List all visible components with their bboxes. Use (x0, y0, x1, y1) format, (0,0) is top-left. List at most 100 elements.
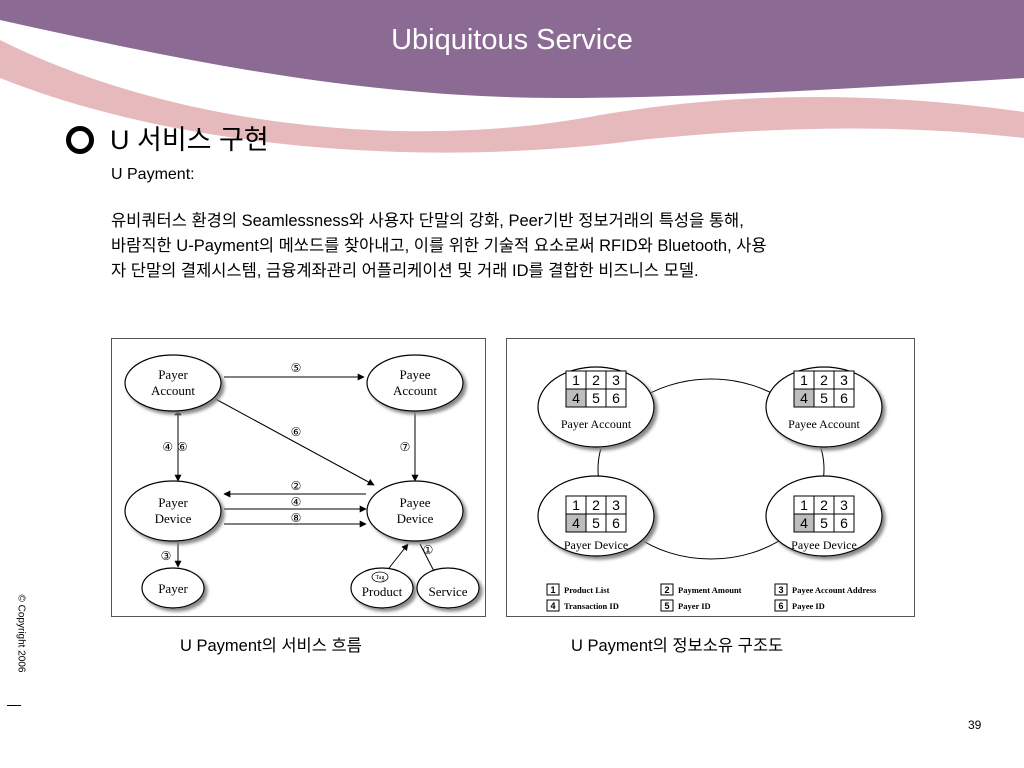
legend-label: Payer ID (678, 601, 711, 611)
grid-cell-number: 2 (592, 372, 600, 388)
grid-cell-number: 1 (572, 372, 580, 388)
grid-cell-number: 4 (572, 390, 580, 406)
node-text: Account (393, 383, 437, 398)
legend-number: 5 (664, 601, 669, 611)
node-text: Payee (399, 367, 430, 382)
legend-label: Product List (564, 585, 610, 595)
grid-cell-number: 4 (800, 390, 808, 406)
grid-cell-number: 6 (840, 390, 848, 406)
node-label: Payee Device (791, 538, 857, 552)
product-node (350, 567, 414, 609)
arrow-label: ⑤ (291, 361, 302, 375)
legend-number: 3 (778, 585, 783, 595)
body-line: 자 단말의 결제시스템, 금융계좌관리 어플리케이션 및 거래 ID를 결합한 … (111, 262, 699, 280)
caption-left: U Payment의 서비스 흐름 (180, 637, 362, 655)
arrow-label: ④ ⑥ (162, 440, 187, 454)
legend-box (546, 599, 560, 612)
node-text: Payer (158, 367, 188, 382)
legend-number: 6 (778, 601, 783, 611)
node-text: Service (429, 584, 468, 599)
node-text: Payee (399, 495, 430, 510)
legend-box (774, 599, 788, 612)
section-heading: U 서비스 구현 (110, 125, 269, 155)
legend-box (660, 599, 674, 612)
node-label: Payee Account (788, 417, 860, 431)
legend-number: 4 (550, 601, 555, 611)
legend-box (546, 583, 560, 596)
grid-cell-number: 5 (820, 390, 828, 406)
payer-account-node (124, 354, 222, 412)
grid-cell (605, 388, 627, 408)
body-text: 유비쿼터스 환경의 Seamlessness와 사용자 단말의 강화, Peer… (111, 209, 961, 284)
grid-cell-number: 1 (800, 497, 808, 513)
payee-device-node (366, 480, 464, 542)
payment-flow-diagram: Payer Account Payee Account Payer Device… (111, 338, 486, 617)
node-label: Payer Device (564, 538, 628, 552)
legend-number: 2 (664, 585, 669, 595)
caption-right: U Payment의 정보소유 구조도 (571, 637, 784, 655)
arrow-label: ③ (161, 549, 172, 563)
slide-title: Ubiquitous Service (391, 24, 633, 56)
legend-box (660, 583, 674, 596)
body-line: 바람직한 U-Payment의 메쏘드를 찾아내고, 이를 위한 기술적 요소로… (111, 237, 767, 255)
arrow-label: ⑧ (291, 511, 302, 525)
page-number: 39 (968, 718, 982, 732)
grid-cell-number: 3 (840, 497, 848, 513)
copyright-text: © Copyright 2006 (15, 594, 27, 673)
node-text: Device (155, 511, 192, 526)
arrow-6-diagonal (209, 395, 375, 486)
pink-swoosh (0, 40, 1024, 153)
grid-cell (605, 513, 627, 533)
grid-cell-number: 5 (592, 515, 600, 531)
grid-cell-number: 5 (592, 390, 600, 406)
arrow-label: ② (291, 479, 302, 493)
node-text: Payer (158, 581, 188, 596)
node-text: Product (362, 584, 403, 599)
grid-cell-number: 5 (820, 515, 828, 531)
node-label: Payer Account (561, 417, 632, 431)
header-band (0, 0, 1024, 98)
payee-account-node (366, 354, 464, 412)
grid-cell-number: 1 (572, 497, 580, 513)
legend-number: 1 (550, 585, 555, 595)
node-text: Device (397, 511, 434, 526)
grid-cell-number: 2 (592, 497, 600, 513)
legend-label: Payee Account Address (792, 585, 877, 595)
grid-cell-number: 3 (612, 372, 620, 388)
node-text: Account (151, 383, 195, 398)
circle-bullet-icon (66, 126, 94, 154)
grid-cell-number: 6 (612, 515, 620, 531)
grid-cell-number: 1 (800, 372, 808, 388)
tag-label: Tag (376, 575, 385, 581)
service-node (416, 567, 480, 609)
body-line: 유비쿼터스 환경의 Seamlessness와 사용자 단말의 강화, Peer… (111, 212, 744, 230)
rfid-tag-icon (371, 571, 389, 583)
copyright-rule (7, 705, 21, 706)
grid-cell-number: 6 (612, 390, 620, 406)
grid-cell-number: 4 (800, 515, 808, 531)
node-text: Payer (158, 495, 188, 510)
grid-cell-number: 3 (612, 497, 620, 513)
connection-ring (597, 378, 825, 560)
legend-box (774, 583, 788, 596)
arrow-label: ⑦ (400, 440, 411, 454)
legend-label: Payment Amount (678, 585, 742, 595)
payer-device-node (124, 480, 222, 542)
grid-cell-number: 2 (820, 497, 828, 513)
arrow-label: ⑥ (291, 425, 302, 439)
grid-cell (833, 513, 855, 533)
legend-label: Transaction ID (564, 601, 619, 611)
arrow-label: ④ (291, 495, 302, 509)
grid-cell-number: 6 (840, 515, 848, 531)
legend-label: Payee ID (792, 601, 825, 611)
grid-cell (833, 388, 855, 408)
copyright-notice: © Copyright 2006 (10, 594, 27, 706)
grid-cell-number: 2 (820, 372, 828, 388)
grid-cell-number: 3 (840, 372, 848, 388)
